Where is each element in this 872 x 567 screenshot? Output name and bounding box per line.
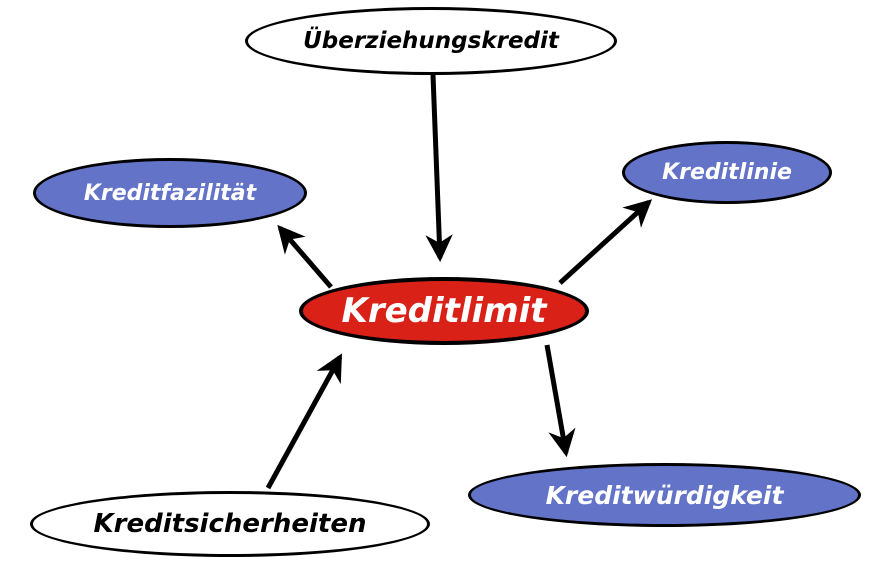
node-ueberziehungskredit-label: Überziehungskredit bbox=[303, 28, 559, 54]
node-ueberziehungskredit: Überziehungskredit bbox=[245, 7, 617, 75]
arrow-kreditlimit-to-kreditwuerdigkeit bbox=[544, 344, 576, 458]
node-kreditwuerdigkeit-label: Kreditwürdigkeit bbox=[545, 480, 784, 510]
node-kreditfazilitaet: Kreditfazilität bbox=[33, 158, 307, 228]
node-kreditlimit: Kreditlimit bbox=[299, 277, 589, 345]
node-kreditsicherheiten-label: Kreditsicherheiten bbox=[93, 509, 367, 539]
node-kreditfazilitaet-label: Kreditfazilität bbox=[83, 180, 257, 206]
arrow-kreditsicherheiten-to-kreditlimit bbox=[265, 353, 343, 490]
node-kreditlinie-label: Kreditlinie bbox=[662, 160, 792, 185]
node-kreditlinie: Kreditlinie bbox=[622, 141, 832, 204]
arrow-ueberziehungskredit-to-kreditlimit bbox=[425, 74, 453, 263]
arrow-kreditlimit-to-kreditfazilitaet bbox=[277, 224, 333, 289]
node-kreditsicherheiten: Kreditsicherheiten bbox=[30, 491, 430, 557]
arrow-kreditlimit-to-kreditlinie bbox=[558, 199, 653, 285]
node-kreditwuerdigkeit: Kreditwürdigkeit bbox=[468, 463, 861, 527]
node-kreditlimit-label: Kreditlimit bbox=[341, 291, 547, 331]
